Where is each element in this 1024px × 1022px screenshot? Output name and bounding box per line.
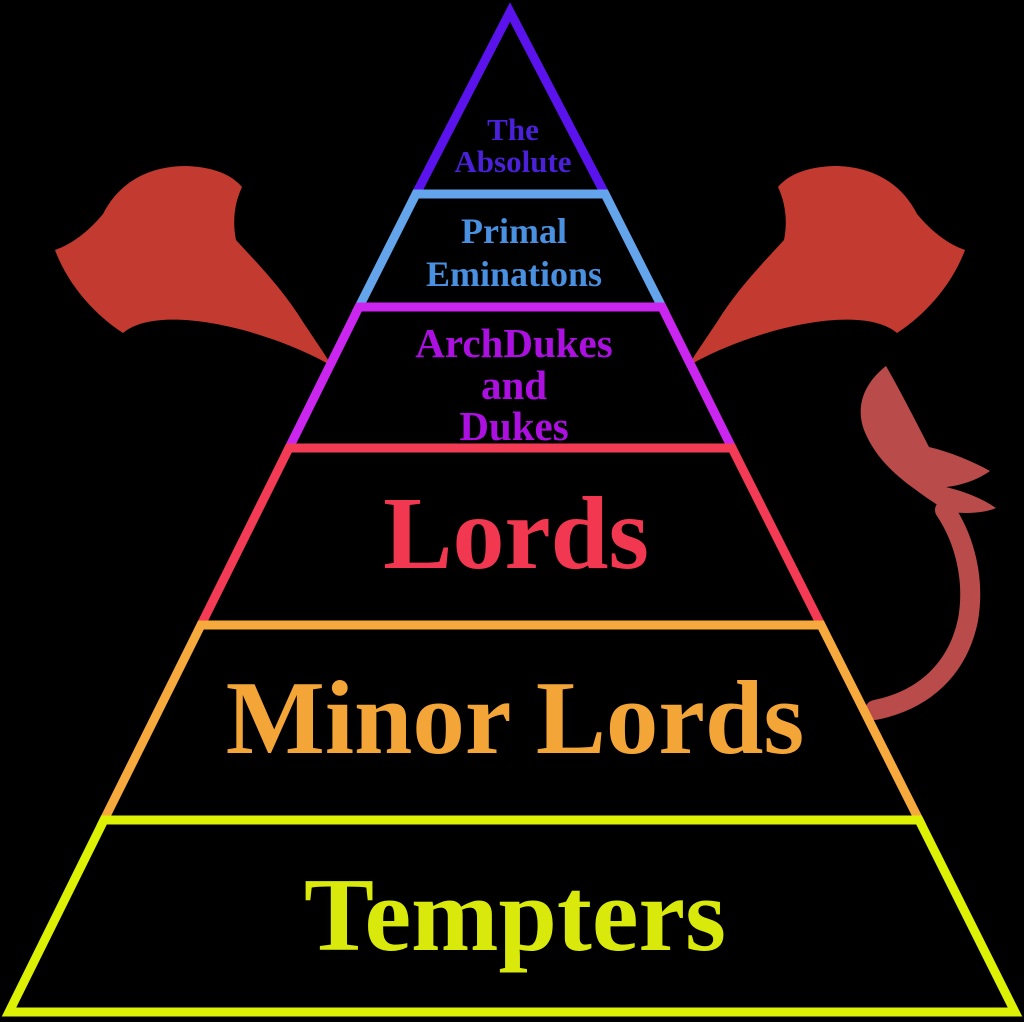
devil-tail-icon (860, 366, 996, 720)
level-5-label: Minor Lords (226, 659, 805, 776)
devil-tail-curve (865, 500, 981, 720)
devil-tail-flame (860, 366, 996, 513)
level-3-label-line-3: Dukes (459, 403, 568, 449)
level-1-label-line-1: The (487, 112, 539, 147)
level-6-label: Tempters (304, 856, 726, 973)
level-2-label-line-2: Eminations (426, 254, 602, 294)
level-6-band-tempters (1, 815, 1023, 1017)
pyramid-labels: The Absolute Primal Eminations ArchDukes… (226, 112, 805, 973)
level-1-label-line-2: Absolute (454, 144, 571, 179)
decorations (55, 166, 996, 720)
level-3-label-line-2: and (481, 362, 547, 408)
right-bat-wing-icon (688, 166, 965, 366)
level-2-label-line-1: Primal (461, 211, 567, 251)
level-3-label-line-1: ArchDukes (415, 320, 612, 366)
level-4-label: Lords (383, 476, 649, 591)
left-bat-wing-icon (55, 166, 332, 366)
